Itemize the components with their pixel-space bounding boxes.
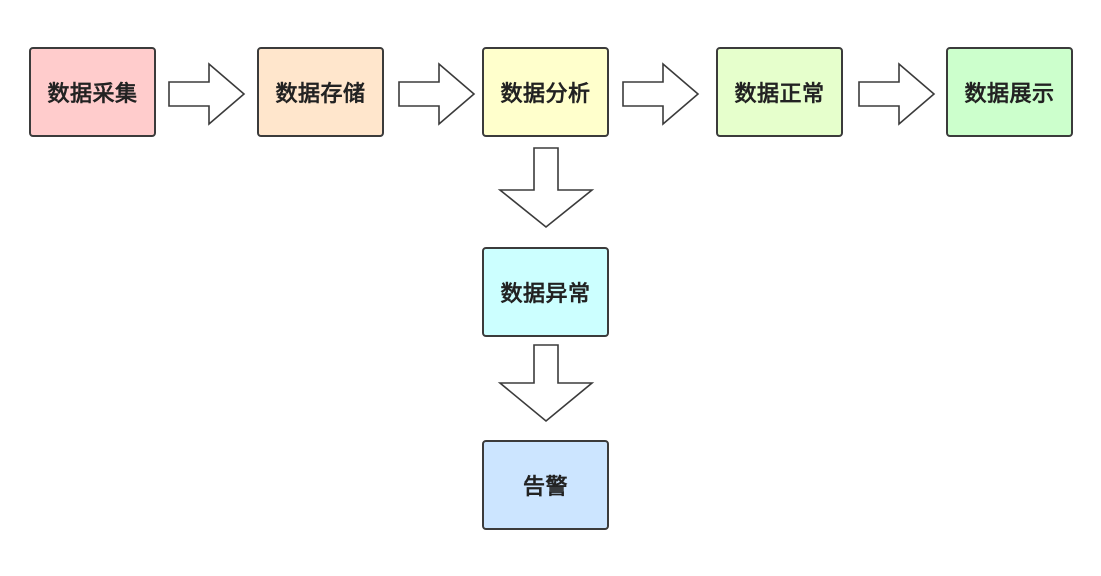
node-label: 数据存储 xyxy=(275,82,366,107)
node-data-normal: 数据正常 xyxy=(716,47,843,137)
node-data-storage: 数据存储 xyxy=(257,47,384,137)
node-label: 数据正常 xyxy=(734,82,825,107)
node-data-collection: 数据采集 xyxy=(29,47,156,137)
arrow-analyze-to-abnormal xyxy=(496,146,596,230)
node-data-display: 数据展示 xyxy=(946,47,1073,137)
arrow-collect-to-store xyxy=(167,62,247,126)
arrow-store-to-analyze xyxy=(397,62,477,126)
arrow-analyze-to-normal xyxy=(621,62,701,126)
node-data-analysis: 数据分析 xyxy=(482,47,609,137)
node-label: 数据异常 xyxy=(500,282,591,307)
node-label: 数据展示 xyxy=(964,82,1055,107)
arrow-abnormal-to-alarm xyxy=(496,343,596,427)
arrow-normal-to-display xyxy=(857,62,937,126)
node-label: 告警 xyxy=(522,475,568,500)
node-label: 数据分析 xyxy=(500,82,591,107)
node-data-abnormal: 数据异常 xyxy=(482,247,609,337)
node-alarm: 告警 xyxy=(482,440,609,530)
node-label: 数据采集 xyxy=(47,82,138,107)
